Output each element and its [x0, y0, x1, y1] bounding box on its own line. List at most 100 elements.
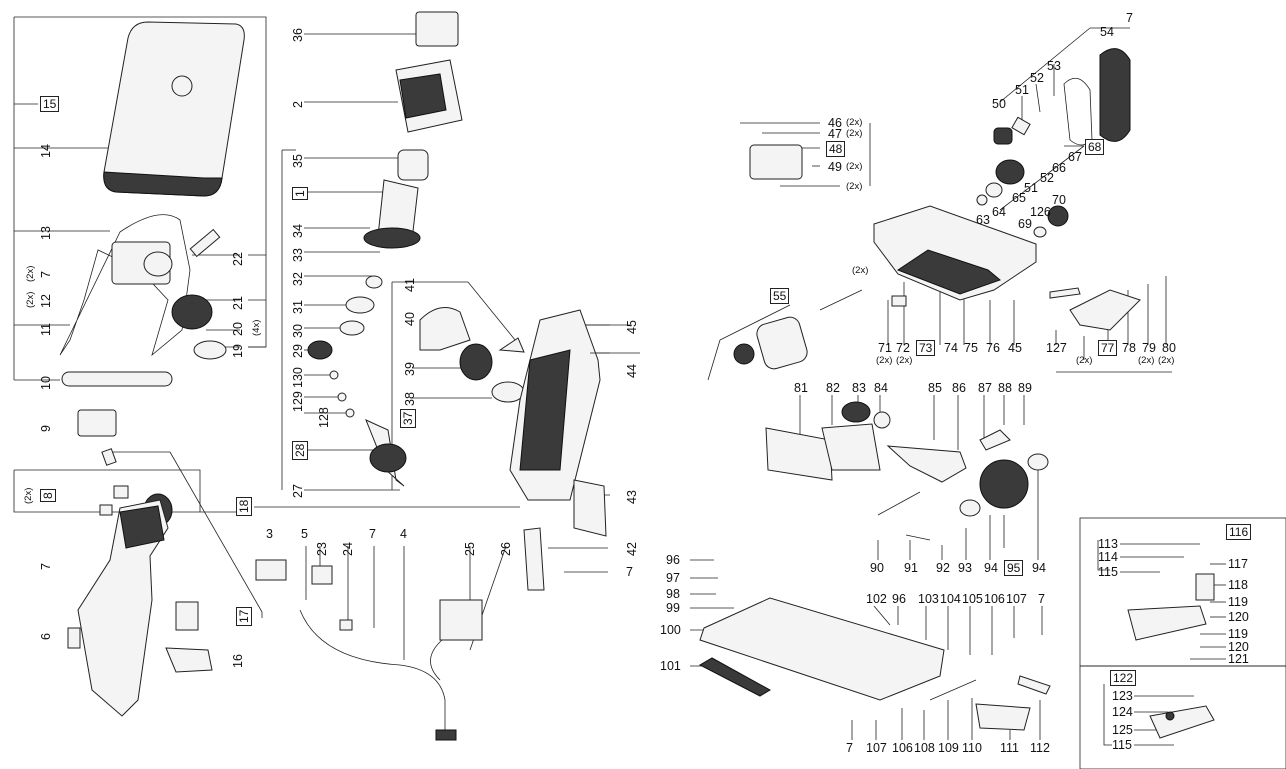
- label-11: 11: [39, 323, 53, 336]
- label-2: 2: [291, 101, 305, 108]
- part-main-housing: [509, 309, 601, 501]
- label-104: 104: [940, 592, 961, 606]
- label-13: 13: [39, 226, 53, 240]
- label-105: 105: [962, 592, 983, 606]
- label-123: 123: [1112, 689, 1133, 703]
- ref-box-8: 8: [40, 489, 56, 502]
- label-38: 38: [403, 392, 417, 406]
- label-16: 16: [231, 654, 245, 668]
- ref-box-77: 77: [1098, 340, 1118, 356]
- label-45: 45: [1008, 341, 1022, 355]
- label-3: 3: [266, 527, 273, 541]
- label-130: 130: [291, 367, 305, 388]
- label-84: 84: [874, 381, 888, 395]
- label-7: 7: [39, 271, 53, 278]
- label-24: 24: [341, 542, 355, 556]
- label-100: 100: [660, 623, 681, 637]
- label-39: 39: [403, 362, 417, 376]
- label-qty: (2x): [852, 265, 869, 276]
- label-94: 94: [1032, 561, 1046, 575]
- label-99: 99: [666, 601, 680, 615]
- label-96: 96: [892, 592, 906, 606]
- label-79: 79: [1142, 341, 1156, 355]
- label-51: 51: [1024, 181, 1038, 195]
- label-52: 52: [1030, 71, 1044, 85]
- label-110: 110: [962, 741, 982, 755]
- label-36: 36: [291, 28, 305, 42]
- label-7: 7: [39, 563, 53, 570]
- label-42: 42: [625, 542, 639, 556]
- label-27: 27: [291, 484, 305, 498]
- label-qty: (2x): [846, 161, 863, 172]
- label-12: 12: [39, 294, 53, 308]
- label-92: 92: [936, 561, 950, 575]
- label-qty: (2x): [1138, 355, 1155, 366]
- label-14: 14: [39, 144, 53, 158]
- ref-box-122: 122: [1110, 670, 1137, 686]
- label-19: 19: [231, 344, 245, 358]
- label-66: 66: [1052, 161, 1066, 175]
- label-qty: (2x): [896, 355, 913, 366]
- label-76: 76: [986, 341, 1000, 355]
- label-107: 107: [866, 741, 887, 755]
- label-71: 71: [878, 341, 892, 355]
- ref-box-17: 17: [236, 606, 252, 626]
- label-qty: (2x): [1076, 355, 1093, 366]
- label-90: 90: [870, 561, 884, 575]
- label-101: 101: [660, 659, 681, 673]
- ref-box-15: 15: [40, 96, 60, 112]
- label-119: 119: [1228, 627, 1248, 641]
- ref-box-68: 68: [1085, 139, 1105, 155]
- label-125: 125: [1112, 723, 1133, 737]
- label-88: 88: [998, 381, 1012, 395]
- part-sanding-frame: [873, 205, 1037, 301]
- label-94: 94: [984, 561, 998, 575]
- label-5: 5: [301, 527, 308, 541]
- label-96: 96: [666, 553, 680, 567]
- label-qty: (2x): [25, 265, 36, 282]
- label-9: 9: [39, 425, 53, 432]
- label-7: 7: [1038, 592, 1045, 606]
- label-82: 82: [826, 381, 840, 395]
- label-6: 6: [39, 633, 53, 640]
- label-7: 7: [626, 565, 633, 579]
- label-112: 112: [1030, 741, 1050, 755]
- ref-box-95: 95: [1004, 560, 1024, 576]
- label-129: 129: [291, 391, 305, 412]
- label-97: 97: [666, 571, 680, 585]
- label-107: 107: [1006, 592, 1027, 606]
- label-78: 78: [1122, 341, 1136, 355]
- ref-box-116: 116: [1226, 524, 1252, 540]
- label-119: 119: [1228, 595, 1248, 609]
- label-qty: (4x): [251, 319, 262, 336]
- label-35: 35: [291, 154, 305, 168]
- label-51: 51: [1015, 83, 1029, 97]
- label-33: 33: [291, 248, 305, 262]
- label-64: 64: [992, 205, 1006, 219]
- label-114: 114: [1098, 550, 1118, 564]
- label-qty: (2x): [1158, 355, 1175, 366]
- ref-box-55: 55: [770, 288, 790, 304]
- label-120: 120: [1228, 640, 1249, 654]
- label-qty: (2x): [25, 291, 36, 308]
- label-40: 40: [403, 312, 417, 326]
- label-46: 46: [828, 116, 842, 130]
- part-base-frame: [698, 597, 945, 701]
- label-113: 113: [1098, 537, 1118, 551]
- part-motor-housing: [77, 499, 169, 717]
- label-7: 7: [369, 527, 376, 541]
- label-103: 103: [918, 592, 939, 606]
- leader-lines: [13, 16, 1286, 769]
- label-120: 120: [1228, 610, 1249, 624]
- label-69: 69: [1018, 217, 1032, 231]
- label-70: 70: [1052, 193, 1066, 207]
- label-111: 111: [1000, 741, 1020, 755]
- label-23: 23: [315, 542, 329, 556]
- ref-box-28: 28: [292, 440, 308, 460]
- label-67: 67: [1068, 150, 1082, 164]
- label-21: 21: [231, 296, 245, 310]
- label-qty: (2x): [846, 181, 863, 192]
- label-86: 86: [952, 381, 966, 395]
- label-80: 80: [1162, 341, 1176, 355]
